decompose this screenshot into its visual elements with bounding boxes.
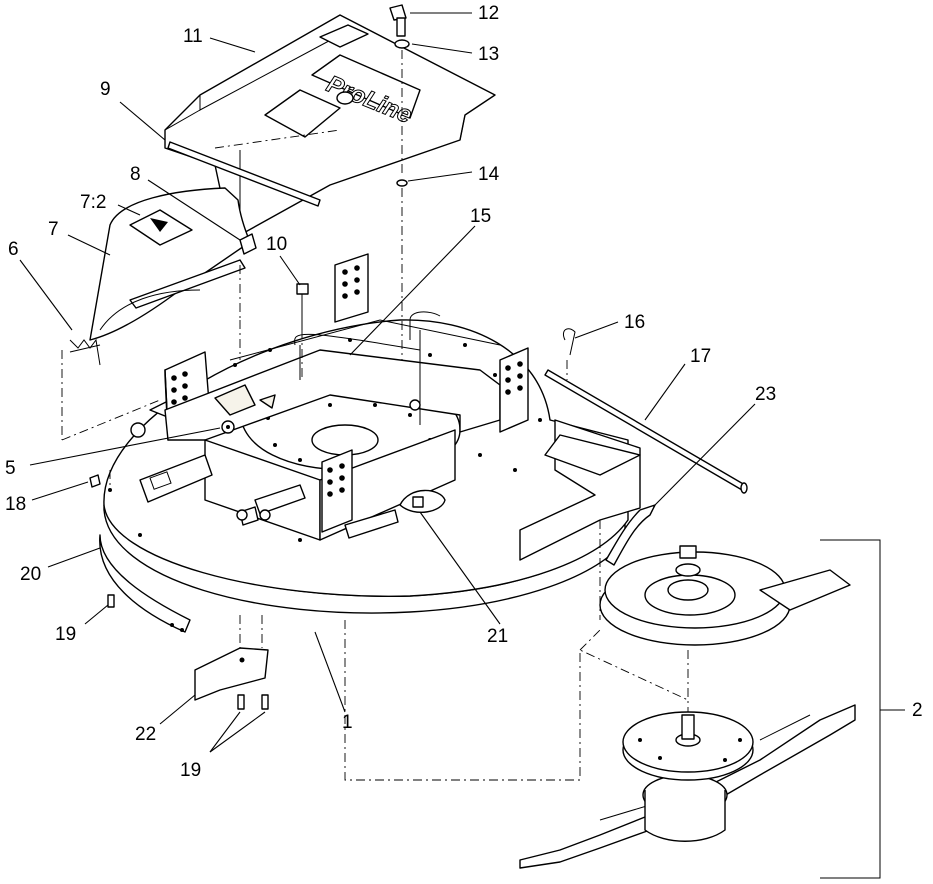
callout-labels: 11 9 12 13 14 8 7:2 7 6 10 15 16 17 23 5… bbox=[5, 3, 923, 781]
callout-10: 10 bbox=[266, 234, 287, 255]
callout-12: 12 bbox=[478, 3, 499, 24]
engine-mount-frame bbox=[164, 253, 529, 541]
callout-19-a: 19 bbox=[55, 624, 76, 645]
deck-bolts bbox=[130, 399, 421, 521]
nut-21 bbox=[399, 489, 446, 513]
callout-20: 20 bbox=[20, 564, 41, 585]
washer-13 bbox=[394, 39, 410, 176]
callout-7-2: 7:2 bbox=[80, 192, 106, 213]
callout-15: 15 bbox=[470, 206, 491, 227]
callout-23: 23 bbox=[755, 384, 776, 405]
callout-7: 7 bbox=[48, 219, 59, 240]
spindle-blade-assembly bbox=[519, 650, 856, 869]
bolt-10 bbox=[296, 283, 309, 380]
washer-14 bbox=[396, 179, 408, 360]
deck-warning-decals bbox=[139, 454, 399, 539]
cover-plate: ProLine bbox=[164, 14, 496, 236]
callout-8: 8 bbox=[130, 164, 141, 185]
knob-12 bbox=[389, 4, 407, 37]
callout-18: 18 bbox=[5, 494, 26, 515]
callout-16: 16 bbox=[624, 312, 645, 333]
assembly-bracket bbox=[820, 539, 881, 879]
blade-guard-22 bbox=[194, 615, 269, 710]
callout-22: 22 bbox=[135, 724, 156, 745]
callout-1: 1 bbox=[342, 712, 353, 733]
callout-19-b: 19 bbox=[180, 760, 201, 781]
baffle-20 bbox=[99, 534, 191, 633]
strip-9 bbox=[167, 141, 321, 207]
leader-lines bbox=[19, 12, 905, 753]
callout-9: 9 bbox=[100, 79, 111, 100]
deflector bbox=[61, 187, 257, 440]
bolt-5 bbox=[221, 420, 235, 434]
callout-13: 13 bbox=[478, 44, 499, 65]
callout-11: 11 bbox=[183, 26, 203, 47]
rod-17 bbox=[544, 369, 748, 494]
pulley bbox=[599, 545, 851, 646]
centerlines bbox=[61, 320, 689, 781]
callout-6: 6 bbox=[8, 239, 19, 260]
nut-18 bbox=[89, 470, 111, 490]
callout-5: 5 bbox=[5, 458, 16, 479]
belt-23 bbox=[605, 504, 656, 566]
callout-17: 17 bbox=[690, 346, 711, 367]
callout-2: 2 bbox=[912, 700, 923, 721]
callout-21: 21 bbox=[487, 626, 508, 647]
callout-14: 14 bbox=[478, 164, 500, 185]
bolt-19 bbox=[107, 594, 115, 608]
hairpin-16 bbox=[562, 328, 576, 380]
